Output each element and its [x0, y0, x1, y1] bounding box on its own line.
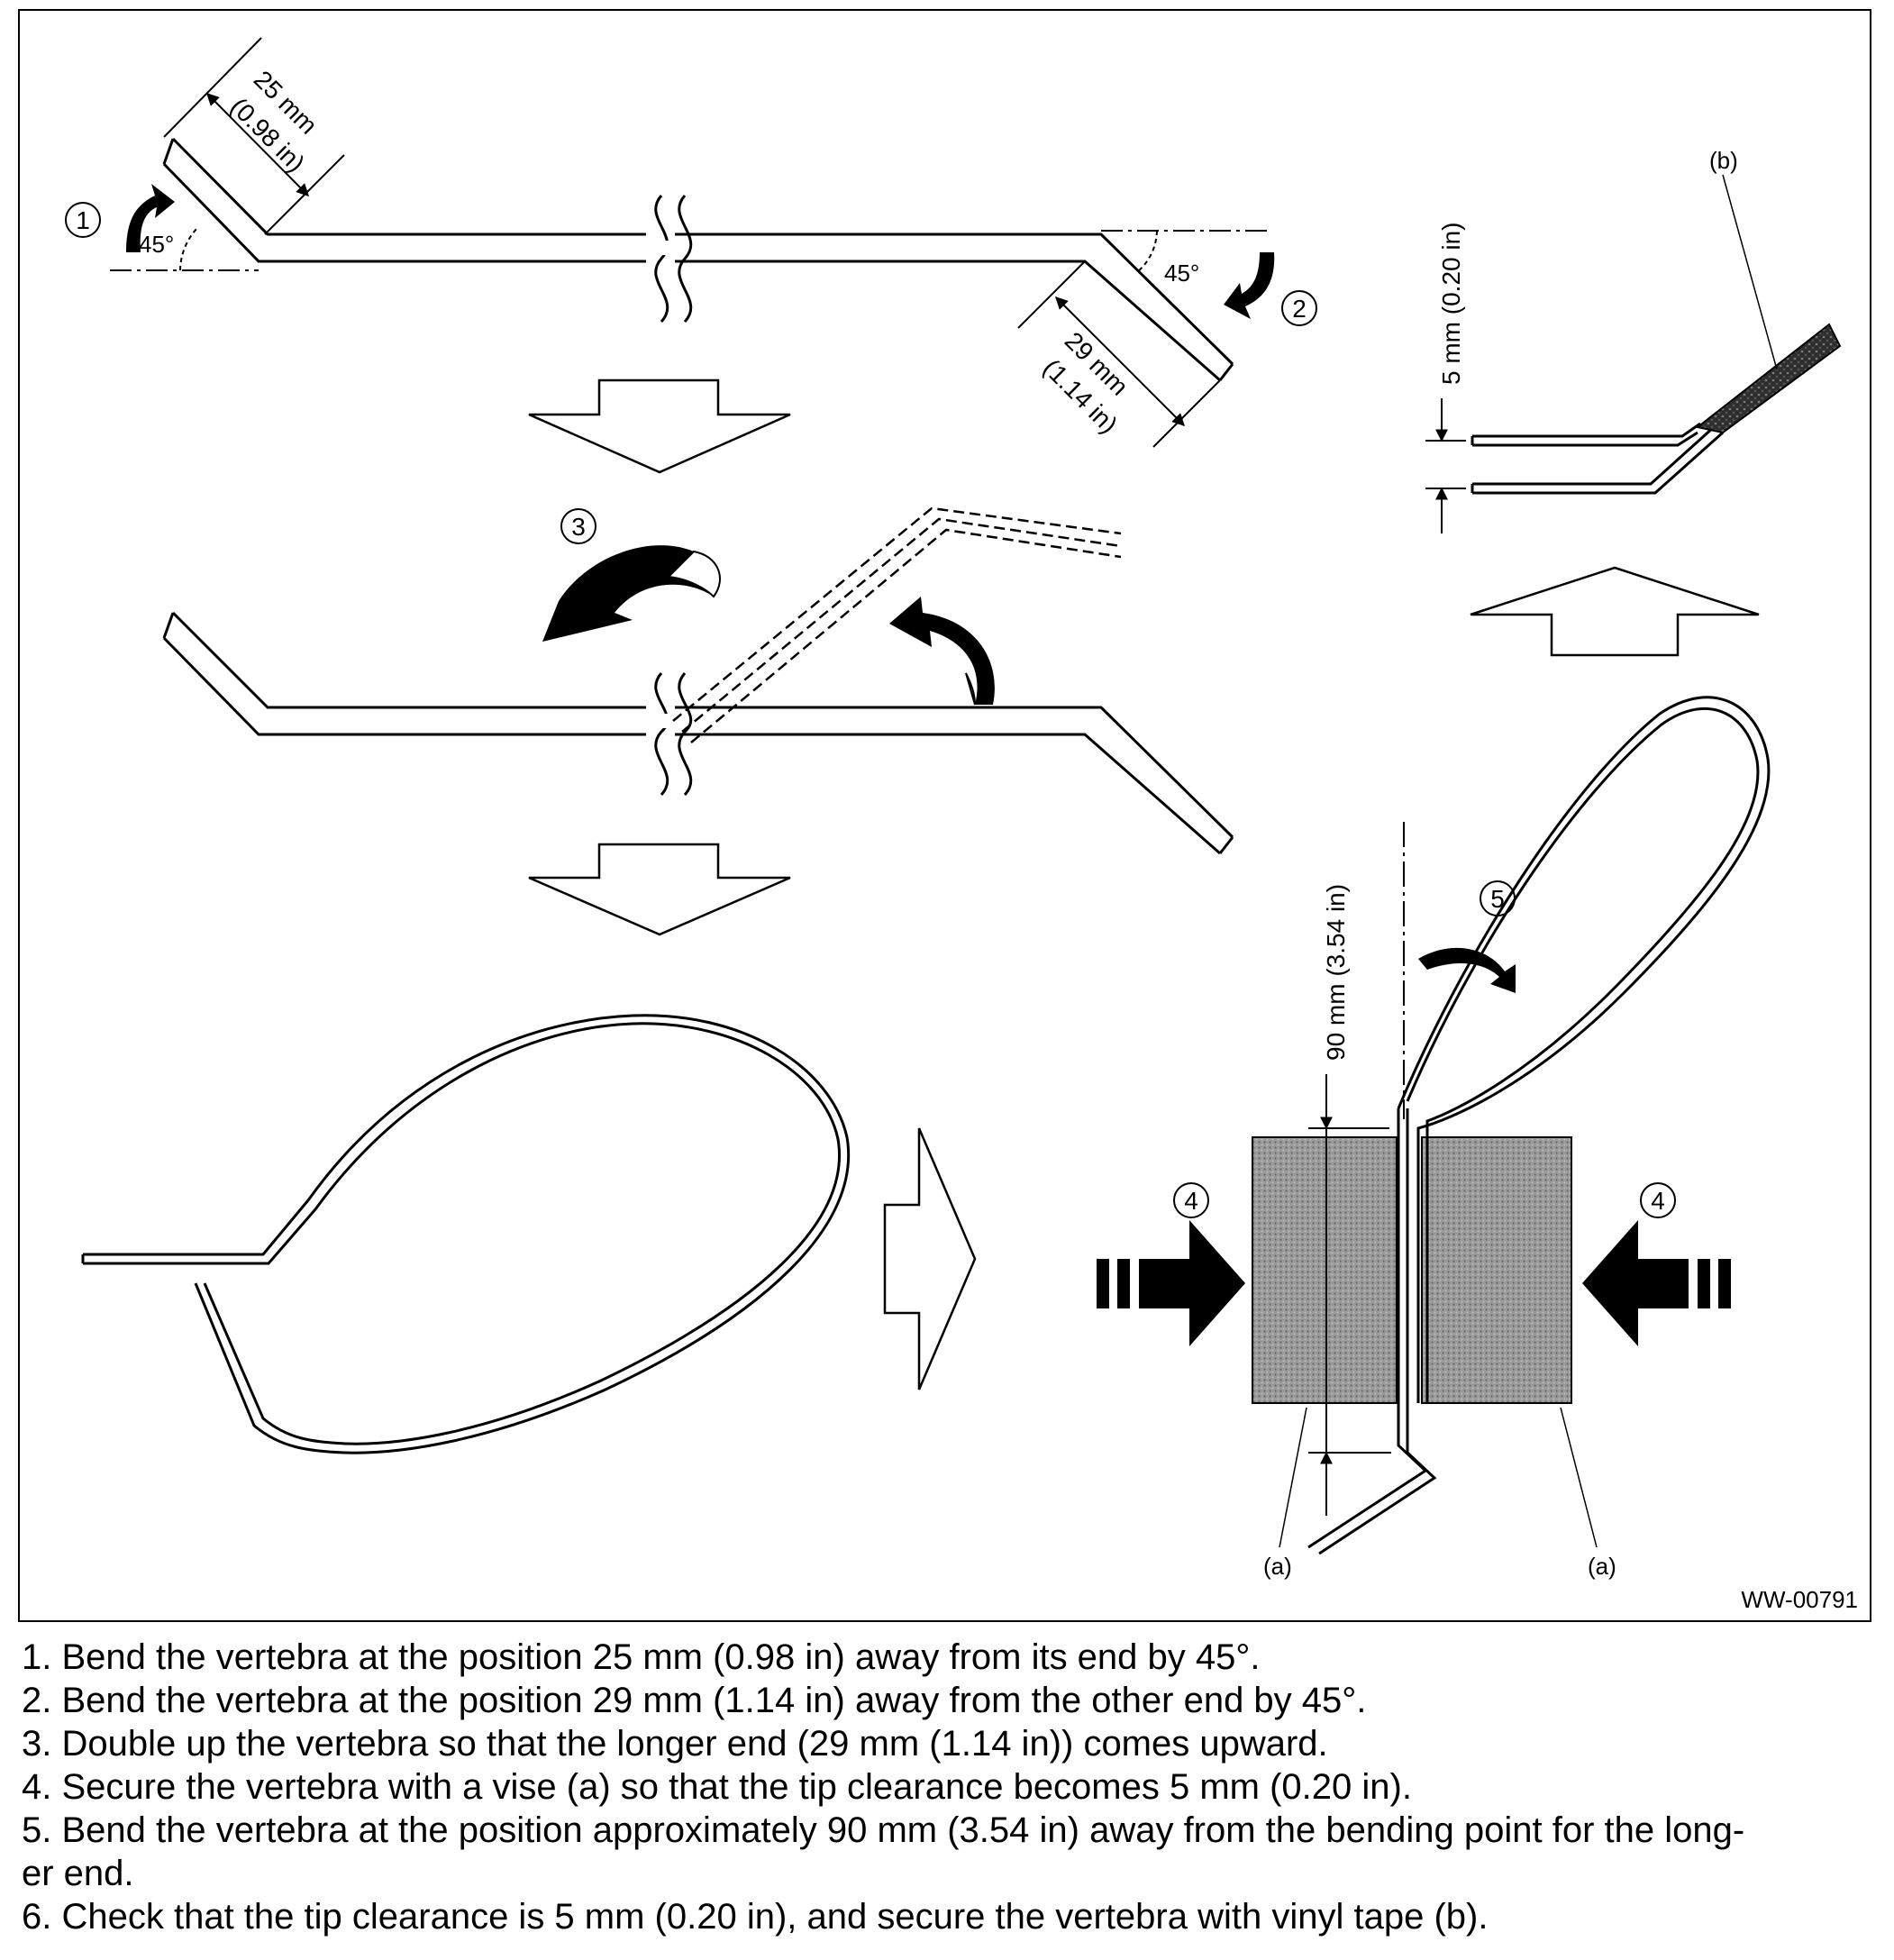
diagram-frame: 45° 45° 25 mm (0.98 in) 29 mm (1.14 in) …: [18, 9, 1871, 1622]
marker-1: 1: [76, 206, 90, 234]
bend-arrow-2: [1224, 252, 1275, 319]
bend-arrow-1: [126, 184, 175, 252]
stage2-break: [655, 714, 682, 728]
label-a-right: (a): [1588, 1553, 1616, 1580]
step-5: 5. Bend the vertebra at the position app…: [22, 1810, 1745, 1850]
stage1-angle-guides: [110, 226, 1272, 273]
marker-4-right: 4: [1651, 1187, 1665, 1215]
dim-29mm: [1017, 260, 1221, 448]
step-5-continued: er end.: [22, 1854, 134, 1893]
marker-3-circle: [560, 508, 596, 544]
dim-5mm-label: 5 mm (0.20 in): [1437, 223, 1465, 386]
stage2-ghost-rod: [672, 506, 1122, 743]
leader-b: [1722, 174, 1778, 370]
step-2: 2. Bend the vertebra at the position 29 …: [22, 1681, 1367, 1720]
instruction-list: 1. Bend the vertebra at the position 25 …: [22, 1636, 1869, 1938]
marker-4-left-circle: [1173, 1182, 1209, 1218]
bending-procedure-diagram: 45° 45° 25 mm (0.98 in) 29 mm (1.14 in) …: [65, 37, 1858, 1613]
leader-a-left: [1279, 1407, 1307, 1548]
stage5-rod: [1471, 422, 1724, 495]
marker-5-circle: [1480, 880, 1516, 916]
vise-left-jaw: [1252, 1136, 1398, 1404]
step-3: 3. Double up the vertebra so that the lo…: [22, 1724, 1328, 1764]
angle-45-left: 45°: [139, 231, 174, 258]
marker-3: 3: [571, 513, 586, 541]
bend-arrow-3: [542, 545, 721, 642]
step-1: 1. Bend the vertebra at the position 25 …: [22, 1637, 1261, 1677]
marker-2-circle: [1281, 290, 1317, 326]
stage2-rod: [162, 611, 1234, 855]
vinyl-tape: [1695, 323, 1842, 434]
marker-4-left: 4: [1184, 1187, 1198, 1215]
bend-arrow-3b: [889, 597, 995, 706]
marker-5: 5: [1490, 885, 1505, 913]
dim-5mm: [1425, 398, 1466, 533]
clamp-arrow-left: [1097, 1220, 1245, 1346]
clamp-arrow-right: [1582, 1220, 1731, 1346]
label-b: (b): [1709, 147, 1738, 174]
angle-45-right: 45°: [1164, 260, 1199, 287]
stage3-loop: [83, 1014, 851, 1454]
step-6: 6. Check that the tip clearance is 5 mm …: [22, 1897, 1489, 1937]
dim-90mm: [1308, 1074, 1391, 1516]
leader-a-right: [1560, 1407, 1598, 1548]
label-a-left: (a): [1263, 1553, 1292, 1580]
stage4-rod: [1307, 696, 1771, 1555]
step-4: 4. Secure the vertebra with a vise (a) s…: [22, 1767, 1412, 1807]
marker-4-right-circle: [1640, 1182, 1676, 1218]
marker-2: 2: [1292, 295, 1307, 323]
down-arrow-2: [528, 843, 791, 936]
dim-90mm-label: 90 mm (3.54 in): [1322, 884, 1350, 1061]
vise-right-jaw: [1421, 1136, 1572, 1404]
down-arrow-1: [528, 378, 791, 474]
up-arrow: [1470, 566, 1760, 657]
stage1-break: [655, 241, 682, 255]
marker-1-circle: [65, 202, 101, 238]
figure-id: WW-00791: [1741, 1586, 1858, 1613]
right-arrow: [883, 1127, 977, 1390]
dim-25mm: [163, 37, 345, 235]
bend-arrow-5: [1418, 947, 1516, 993]
